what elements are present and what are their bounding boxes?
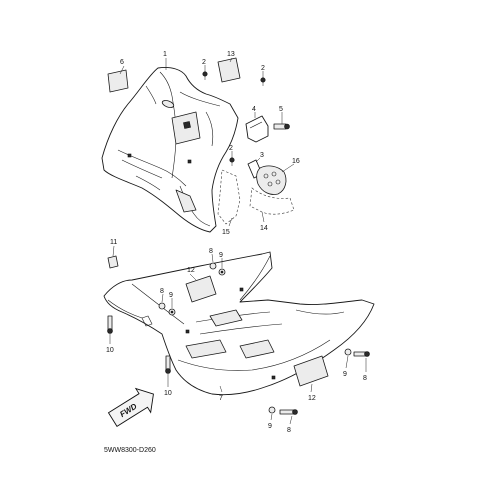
fwd-arrow-icon: FWD	[107, 387, 154, 427]
callout-15: 15	[222, 229, 230, 236]
callout-14: 14	[260, 225, 268, 232]
bracket-part-4	[245, 115, 269, 143]
callout-9: 9	[169, 292, 173, 299]
callout-5: 5	[279, 106, 283, 113]
pad-part-12-right	[293, 355, 329, 387]
mesh-part-16	[256, 165, 287, 195]
callout-13: 13	[227, 51, 235, 58]
screw-part-2-a	[202, 71, 208, 80]
callout-12: 12	[187, 267, 195, 274]
callout-11: 11	[110, 239, 117, 246]
clip-part-11	[107, 255, 119, 269]
bolt-part-10-a	[107, 315, 113, 334]
callout-2: 2	[229, 145, 233, 152]
pad-part-6	[107, 69, 129, 93]
callout-12: 12	[308, 395, 316, 402]
callout-8: 8	[209, 248, 213, 255]
callout-9: 9	[219, 252, 223, 259]
callout-10: 10	[164, 390, 172, 397]
callout-16: 16	[292, 158, 300, 165]
cover-part-14-dashed	[249, 187, 295, 215]
callout-10: 10	[106, 347, 114, 354]
pad-part-12-top	[185, 275, 217, 303]
callout-9: 9	[268, 423, 272, 430]
callout-4: 4	[252, 106, 256, 113]
callout-1: 1	[163, 51, 167, 58]
callout-labels: 1 2 13 2 6 4 5 2 3 16 14 15 11 12 8 9 8 …	[106, 51, 367, 434]
callout-8: 8	[363, 375, 367, 382]
screw-part-2-b	[260, 77, 266, 86]
washer-bolt-8-9-top	[209, 262, 226, 276]
callout-8: 8	[287, 427, 291, 434]
callout-7: 7	[219, 395, 223, 402]
washer-bolt-8-9-right	[344, 348, 370, 357]
callout-8: 8	[160, 288, 164, 295]
leg-shield-inner-panel	[101, 67, 239, 233]
cover-part-15-dashed	[217, 169, 241, 225]
footrest-board-part-7	[103, 251, 375, 396]
diagram-code: 5WW8300-D260	[104, 447, 156, 454]
washer-bolt-8-9-left	[158, 302, 176, 316]
pad-part-13	[217, 57, 241, 83]
bolt-part-5	[273, 123, 290, 130]
washer-bolt-8-9-bottom	[268, 406, 298, 415]
callout-2: 2	[261, 65, 265, 72]
bolt-part-10-b	[165, 355, 171, 374]
callout-6: 6	[120, 59, 124, 66]
screw-part-2-c	[229, 157, 235, 166]
callout-9: 9	[343, 371, 347, 378]
callout-2: 2	[202, 59, 206, 66]
leader-lines	[109, 57, 367, 425]
callout-3: 3	[260, 152, 264, 159]
